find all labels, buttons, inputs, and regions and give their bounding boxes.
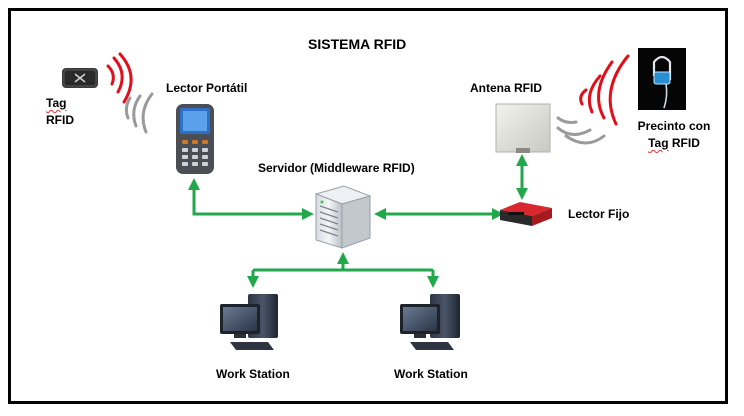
arrow-down-ws-right [427,276,439,288]
diagram-title: SISTEMA RFID [308,36,407,52]
handheld-reader-icon [176,104,214,174]
workstation-icon-left [220,294,278,350]
tag-label-line2: RFID [46,113,74,127]
lector-fijo-label: Lector Fijo [568,207,630,221]
rfid-antenna-icon [495,103,551,153]
antena-rfid-label: Antena RFID [470,81,542,95]
arrow-up-reader [188,178,200,190]
lector-portatil-label: Lector Portátil [166,81,248,95]
rfid-tag-icon [62,68,98,88]
connector-lines [188,154,528,288]
workstation-icon-right [400,294,460,350]
arrow-down-ws-left [247,276,259,288]
workstation-left-label: Work Station [216,367,290,381]
arrow-up-antenna [516,154,528,166]
workstation-right-label: Work Station [394,367,468,381]
tag-label-line1: Tag [46,96,67,110]
arrow-right-fixedreader [492,208,504,220]
arrow-up-server-bottom [337,252,349,264]
seal-tag-icon [638,48,686,110]
precinto-label-line1: Precinto con [637,119,711,133]
arrow-left-server [374,208,386,220]
arrow-down-fixedreader [516,188,528,200]
arrow-right-server [302,208,314,220]
server-icon [314,185,372,249]
precinto-label-line2: Tag RFID [648,136,700,150]
servidor-label: Servidor (Middleware RFID) [258,161,415,175]
fixed-reader-icon [500,202,552,226]
signal-waves-left [106,52,154,134]
connector-reader-server [192,188,304,216]
signal-waves-right [556,54,630,145]
